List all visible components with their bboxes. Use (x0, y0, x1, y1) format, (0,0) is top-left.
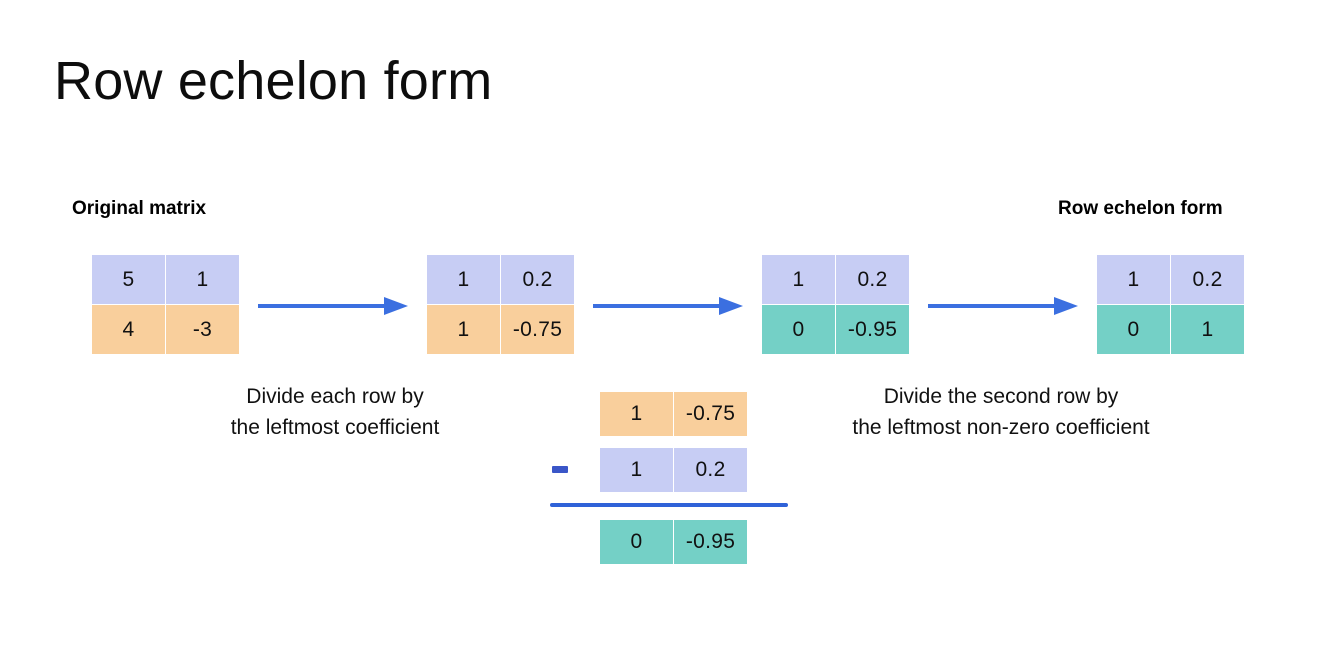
matrix-cell: 1 (166, 255, 239, 304)
matrix-cell: 1 (600, 448, 673, 492)
caption-step-2: Divide the second row by the leftmost no… (852, 385, 1150, 439)
matrix-cell: -0.95 (674, 520, 747, 564)
label-row-echelon-form: Row echelon form (1058, 198, 1223, 219)
matrix-final: 1 0.2 0 1 (1097, 255, 1244, 354)
matrix-original: 5 1 4 -3 (92, 255, 239, 354)
page-title: Row echelon form (54, 51, 493, 111)
matrix-cell: -0.75 (501, 305, 574, 354)
matrix-cell: 0 (600, 520, 673, 564)
matrix-cell: 0.2 (836, 255, 909, 304)
matrix-cell: 1 (600, 392, 673, 436)
matrix-step-1: 1 0.2 1 -0.75 (427, 255, 574, 354)
matrix-step-2: 1 0.2 0 -0.95 (762, 255, 909, 354)
arrow-right-icon (928, 295, 1078, 317)
matrix-cell: 0 (1097, 305, 1170, 354)
matrix-cell: 1 (762, 255, 835, 304)
matrix-cell: 0.2 (674, 448, 747, 492)
matrix-cell: 4 (92, 305, 165, 354)
matrix-cell: 0.2 (1171, 255, 1244, 304)
matrix-cell: 1 (1171, 305, 1244, 354)
matrix-cell: 1 (427, 255, 500, 304)
subtraction-minuend-row: 1 -0.75 (600, 392, 747, 436)
arrow-right-icon (593, 295, 743, 317)
matrix-cell: -3 (166, 305, 239, 354)
subtraction-subtrahend-row: 1 0.2 (600, 448, 747, 492)
matrix-cell: -0.95 (836, 305, 909, 354)
matrix-cell: 5 (92, 255, 165, 304)
subtraction-result-row: 0 -0.95 (600, 520, 747, 564)
matrix-cell: 1 (1097, 255, 1170, 304)
matrix-cell: 0 (762, 305, 835, 354)
subtraction-rule-line (550, 503, 788, 507)
matrix-cell: 0.2 (501, 255, 574, 304)
matrix-cell: -0.75 (674, 392, 747, 436)
arrow-right-icon (258, 295, 408, 317)
minus-operator-icon (552, 466, 568, 473)
label-original-matrix: Original matrix (72, 198, 207, 219)
matrix-cell: 1 (427, 305, 500, 354)
caption-step-1: Divide each row by the leftmost coeffici… (230, 385, 440, 439)
subtraction-work-block: 1 -0.75 1 0.2 0 -0.95 (545, 392, 795, 572)
